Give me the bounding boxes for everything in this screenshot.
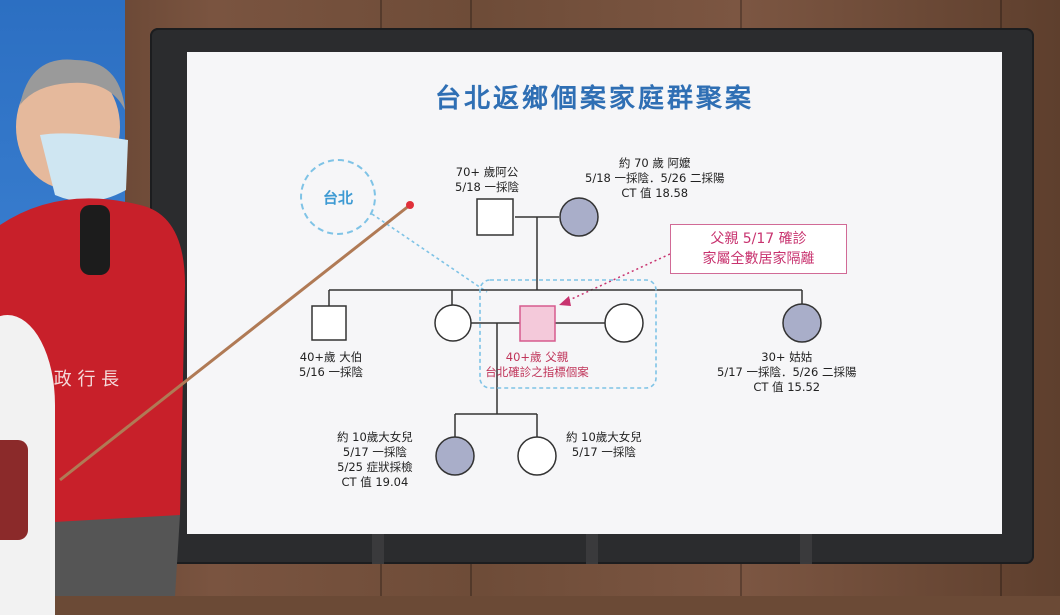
microphone xyxy=(80,205,110,275)
note-line2: 家屬全數居家隔離 xyxy=(702,251,815,267)
pedigree-diagram xyxy=(311,197,822,476)
slide-screen: 台北返鄉個案家庭群聚案 台北 xyxy=(187,52,1002,534)
daughter2-circle xyxy=(517,436,557,476)
grandfather-label: 70+ 歲阿公 5/18 一採陰 xyxy=(455,165,519,194)
monitor-stand xyxy=(800,530,812,564)
note-arrow-line xyxy=(564,253,671,303)
pointer-tip xyxy=(406,201,414,209)
note-box: 父親 5/17 確診 家屬全數居家隔離 xyxy=(670,224,847,274)
monitor-stand xyxy=(372,530,384,564)
taipei-link-line xyxy=(371,213,488,293)
father-label: 40+歲 父親 台北確診之指標個案 xyxy=(485,350,589,379)
spouse-left-circle xyxy=(434,304,472,342)
uncle-label: 40+歲 大伯 5/16 一採陰 xyxy=(299,350,363,379)
daughter2-label: 約 10歲大女兒 5/17 一採陰 xyxy=(566,430,642,459)
index-case-dashed-box xyxy=(479,279,657,389)
monitor-stand xyxy=(586,530,598,564)
aunt-label: 30+ 姑姑 5/17 一採陰．5/26 二採陽 CT 值 15.52 xyxy=(717,350,857,394)
red-foreground-object xyxy=(0,440,28,540)
father-square xyxy=(519,305,556,342)
aunt-circle xyxy=(782,303,822,343)
pointer-layer xyxy=(59,201,414,482)
pointer-stick xyxy=(59,203,411,482)
uncle-square xyxy=(311,305,347,341)
spouse-right-circle xyxy=(604,303,644,343)
slide-title: 台北返鄉個案家庭群聚案 xyxy=(434,84,754,114)
presenter-hair xyxy=(20,59,125,110)
daughter1-label: 約 10歲大女兒 5/17 一採陰 5/25 症狀採檢 CT 值 19.04 xyxy=(337,430,413,489)
grandmother-label: 約 70 歲 阿嬤 5/18 一採陰．5/26 二採陽 CT 值 18.58 xyxy=(585,156,725,200)
grandmother-circle xyxy=(559,197,599,237)
note-arrow-head xyxy=(559,296,571,306)
grandfather-square xyxy=(476,198,514,236)
daughter1-circle xyxy=(435,436,475,476)
note-line1: 父親 5/17 確診 xyxy=(710,231,807,247)
taipei-bubble: 台北 xyxy=(300,159,376,235)
face-mask xyxy=(40,133,128,202)
